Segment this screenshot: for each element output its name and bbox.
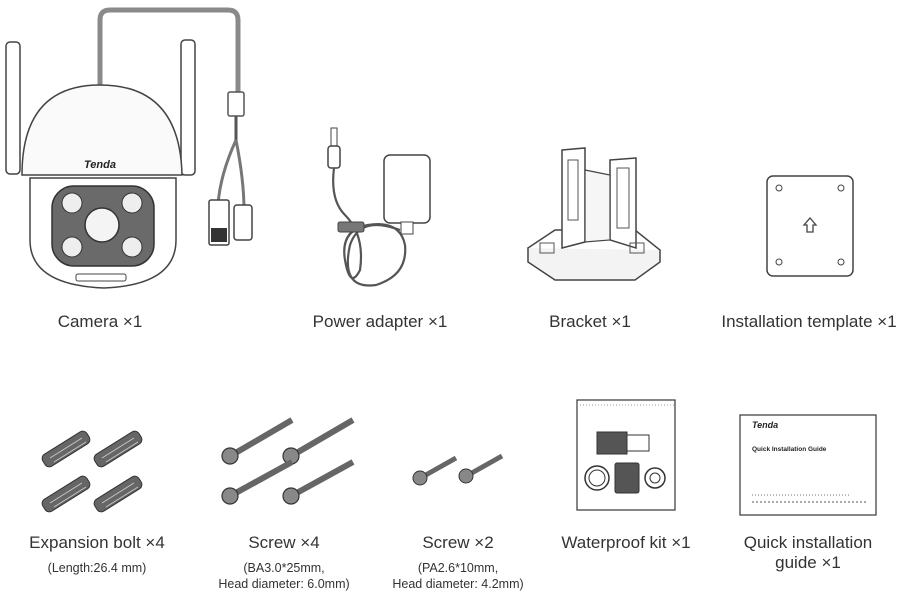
guide-brand: Tenda <box>752 420 779 430</box>
expansion-bolt-label: Expansion bolt ×4 <box>29 533 165 552</box>
screw-4-sub-2: Head diameter: 6.0mm) <box>218 577 350 591</box>
screw-2-label: Screw ×2 <box>422 533 494 552</box>
installation-template-label: Installation template ×1 <box>721 312 897 331</box>
guide-title: Quick Installation Guide <box>752 446 827 453</box>
quick-guide-label-2: guide ×1 <box>775 553 841 572</box>
screw-2-sub-2: Head diameter: 4.2mm) <box>392 577 524 591</box>
bracket-label: Bracket ×1 <box>549 312 631 331</box>
expansion-bolt-sub: (Length:26.4 mm) <box>47 561 147 575</box>
waterproof-kit-label: Waterproof kit ×1 <box>561 533 691 552</box>
screw-4-sub-1: (BA3.0*25mm, <box>243 561 325 575</box>
quick-guide-label-1: Quick installation <box>743 533 873 552</box>
power-adapter-label: Power adapter ×1 <box>312 312 448 331</box>
camera-label: Camera ×1 <box>57 312 143 331</box>
screw-4-label: Screw ×4 <box>248 533 320 552</box>
screw-2-sub-1: (PA2.6*10mm, <box>417 561 499 575</box>
camera-brand-logo: Tenda <box>84 159 116 171</box>
